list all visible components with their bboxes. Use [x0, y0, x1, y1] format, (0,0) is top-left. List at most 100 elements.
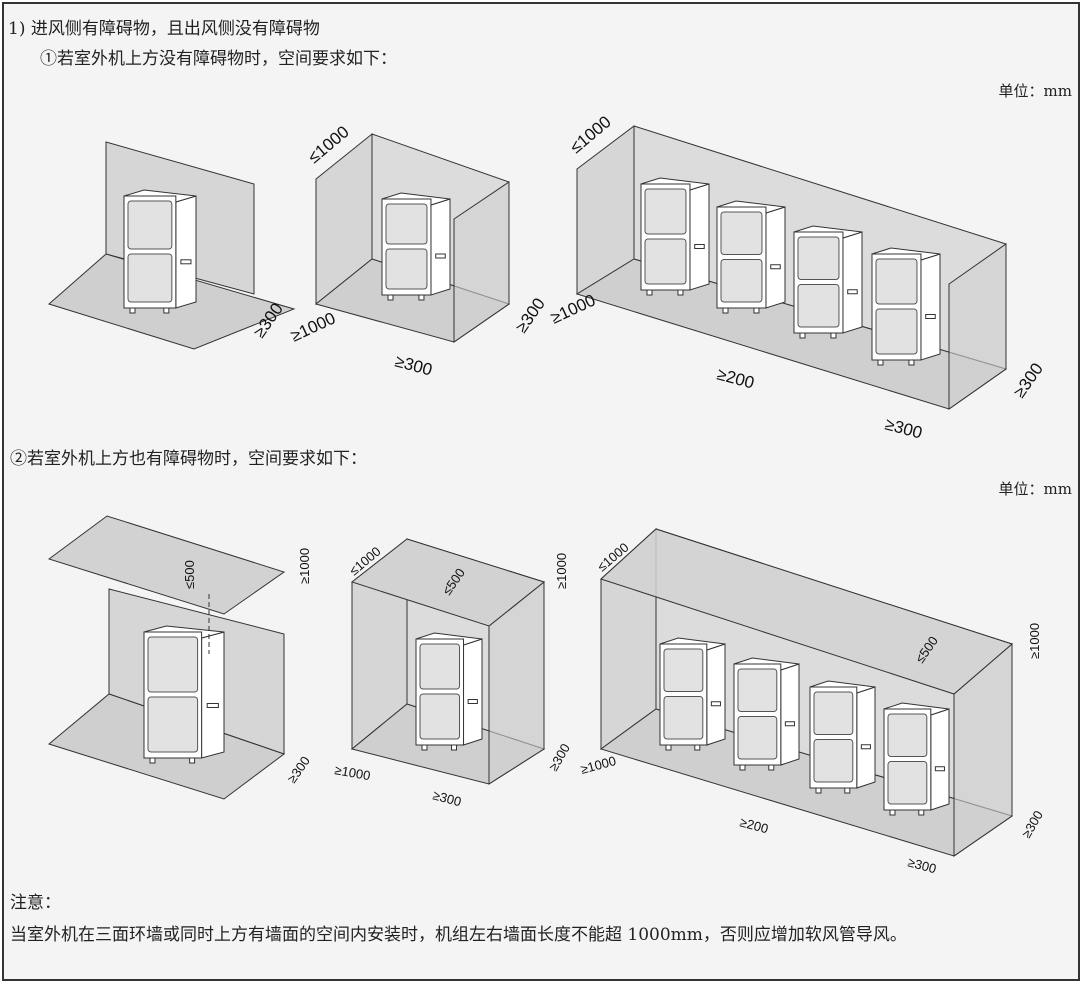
right-wall	[453, 181, 510, 343]
dim-label: ≤500	[182, 560, 197, 589]
unit-side	[930, 708, 950, 811]
unit-foot	[149, 757, 156, 764]
note-text: 当室外机在三面环墙或同时上方有墙面的空间内安装时，机组左右墙面长度不能超 100…	[10, 925, 907, 945]
unit-side	[430, 198, 451, 296]
fan-grille	[147, 636, 199, 693]
fan-grille	[887, 713, 928, 757]
fan-grille	[887, 761, 928, 805]
unit-handle	[860, 744, 871, 750]
unit-foot	[387, 294, 394, 301]
fan-grille	[813, 739, 854, 783]
unit-handle	[206, 703, 219, 708]
right-wall	[948, 243, 1007, 410]
unit-side	[842, 231, 863, 334]
fan-grille	[875, 258, 918, 305]
outdoor-unit	[659, 637, 726, 751]
dim-label: ≥200	[715, 365, 756, 393]
outdoor-unit	[381, 192, 451, 301]
dim-label: ≥300	[883, 415, 924, 443]
outdoor-unit	[143, 625, 225, 764]
fan-grille	[737, 668, 778, 712]
unit-handle	[180, 259, 192, 265]
fan-grille	[663, 696, 704, 740]
unit-handle	[770, 264, 781, 270]
dim-label: ≥300	[512, 295, 549, 337]
unit-label-1: 单位：mm	[998, 82, 1072, 100]
unit-side	[920, 253, 941, 361]
unit-handle	[784, 721, 795, 727]
fan-grille	[385, 248, 428, 290]
dim-label: ≥1000	[548, 290, 599, 327]
unit-foot	[677, 289, 684, 296]
diagram-top-enclosed: ≤1000 ≥1000 ≥300 ≥300	[288, 122, 549, 379]
unit-foot	[189, 757, 196, 764]
dim-label: ≥1000	[288, 308, 339, 345]
case2-title: ②若室外机上方也有障碍物时，空间要求如下：	[10, 449, 367, 469]
outdoor-unit	[640, 177, 710, 296]
clearance-diagrams: ≥300 ≤1000 ≥1000 ≥300 ≥300 ≤1000 ≥1000	[47, 112, 1047, 876]
dim-label: ≥300	[284, 754, 313, 786]
dim-label: ≥300	[546, 741, 573, 773]
fan-grille	[419, 693, 461, 740]
unit-side	[175, 195, 197, 309]
unit-side	[765, 206, 786, 309]
outdoor-unit	[716, 200, 786, 314]
roof	[47, 515, 286, 615]
fan-grille	[720, 259, 763, 303]
dim-label: ≥300	[393, 352, 434, 380]
outdoor-unit	[883, 702, 950, 816]
dim-label: ≥300	[431, 787, 463, 809]
unit-foot	[877, 359, 884, 366]
fan-grille	[720, 211, 763, 255]
unit-side	[463, 638, 483, 746]
dim-label: ≥300	[1019, 808, 1046, 840]
unit-foot	[768, 764, 775, 771]
fan-grille	[737, 716, 778, 760]
unit-handle	[925, 314, 936, 319]
outdoor-unit	[809, 680, 876, 794]
diagram-bottom-enclosed: ≤1000 ≤500 ≥1000 ≥1000 ≥300 ≥300	[333, 537, 573, 809]
unit-handle	[847, 289, 858, 295]
fan-grille	[147, 696, 199, 753]
unit-foot	[753, 307, 760, 314]
fan-grille	[875, 308, 918, 355]
unit-side	[780, 663, 800, 766]
unit-foot	[815, 787, 822, 794]
unit-handle	[710, 701, 721, 707]
unit-foot	[451, 744, 458, 751]
dim-label: ≥300	[906, 854, 938, 876]
unit-foot	[646, 289, 653, 296]
fan-grille	[419, 643, 461, 690]
unit-handle	[467, 699, 478, 704]
fan-grille	[127, 253, 173, 303]
unit-side	[706, 643, 726, 746]
fan-grille	[797, 284, 840, 328]
fan-grille	[644, 188, 687, 235]
fan-grille	[644, 238, 687, 285]
unit-label-2: 单位：mm	[998, 480, 1072, 498]
outdoor-unit	[871, 247, 941, 366]
unit-foot	[830, 332, 837, 339]
unit-foot	[129, 307, 136, 314]
unit-foot	[908, 359, 915, 366]
unit-foot	[844, 787, 851, 794]
unit-foot	[665, 744, 672, 751]
dim-label: ≥1000	[297, 548, 312, 584]
unit-handle	[435, 253, 446, 259]
outdoor-unit	[793, 225, 863, 339]
section-heading: 1) 进风侧有障碍物，且出风侧没有障碍物	[8, 19, 320, 39]
roof	[350, 538, 546, 627]
unit-foot	[889, 809, 896, 816]
outdoor-unit	[415, 632, 483, 751]
unit-foot	[418, 294, 425, 301]
roof	[600, 528, 1014, 695]
outdoor-unit	[123, 189, 197, 314]
unit-handle	[694, 244, 705, 249]
fan-grille	[797, 236, 840, 280]
unit-handle	[934, 766, 945, 772]
unit-foot	[421, 744, 428, 751]
dim-label: ≥1000	[554, 553, 569, 589]
unit-foot	[799, 332, 806, 339]
outdoor-unit	[733, 657, 800, 771]
unit-foot	[918, 809, 925, 816]
